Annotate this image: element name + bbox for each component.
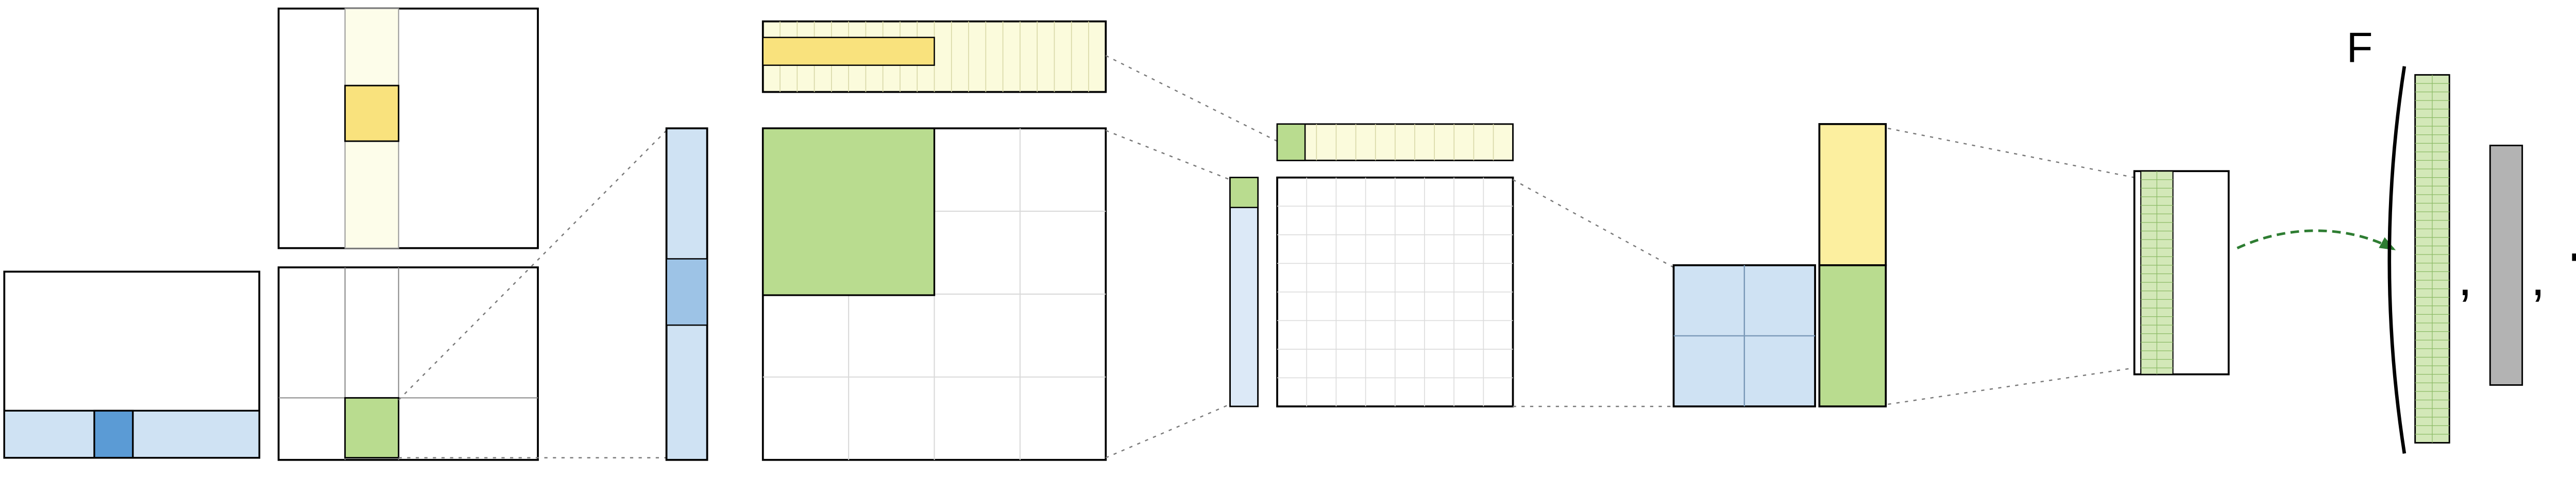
green-dashed-arrow-head — [2379, 237, 2396, 250]
function-arg-green-vector-hatch — [2415, 75, 2450, 443]
green-dashed-arrow — [2236, 229, 2397, 252]
green-bar-g — [1818, 264, 1887, 407]
row-vector-e — [761, 20, 1107, 93]
reduced-group-f — [1229, 123, 1514, 407]
block-group-g — [1672, 123, 1887, 407]
matrix-d — [761, 127, 1107, 461]
matrix-b-top-yellow-cell — [344, 84, 400, 142]
row-vector-e-yellow-segment — [762, 37, 935, 66]
column-vector-f-outline — [1229, 177, 1259, 407]
matrix-b-top-outline — [277, 7, 539, 249]
narrow-matrix-h-green-column-hatch — [2141, 171, 2173, 374]
input-matrix-a — [3, 270, 261, 459]
function-expression: F , , ⋯ — [2347, 23, 2576, 454]
matrix-a-selected-cell — [93, 410, 134, 459]
green-dashed-arrow-path — [2236, 229, 2397, 252]
function-arg-gray-vector — [2489, 144, 2523, 386]
matrix-b-top — [277, 7, 539, 249]
comma-1: , — [2458, 249, 2472, 306]
open-paren-glyph — [2387, 66, 2406, 454]
comma-2: , — [2531, 249, 2545, 306]
row-vector-f-green-cell — [1276, 123, 1306, 161]
projection-lines-d-to-f — [1105, 55, 1278, 458]
narrow-matrix-h — [2133, 170, 2230, 376]
matrix-f-grid — [1277, 177, 1513, 406]
function-f-label: F — [2347, 23, 2373, 71]
yellow-bar-g — [1818, 123, 1887, 266]
matrix-b-bottom — [277, 266, 539, 461]
matrix-b-bottom-outline — [277, 266, 539, 461]
column-vector-c — [665, 127, 708, 461]
matrix-b-bottom-green-cell — [344, 397, 400, 459]
projection-lines-f-to-g — [1512, 179, 1674, 407]
projection-lines-g-to-h — [1888, 127, 2135, 405]
matrix-d-green-block — [762, 127, 936, 296]
blue-block-g-grid — [1673, 265, 1816, 406]
ellipsis: ⋯ — [2565, 222, 2576, 289]
column-vector-c-selected-segment — [666, 258, 708, 326]
projection-lines-b-to-c — [398, 130, 667, 458]
column-vector-f-green-cell — [1229, 177, 1259, 209]
